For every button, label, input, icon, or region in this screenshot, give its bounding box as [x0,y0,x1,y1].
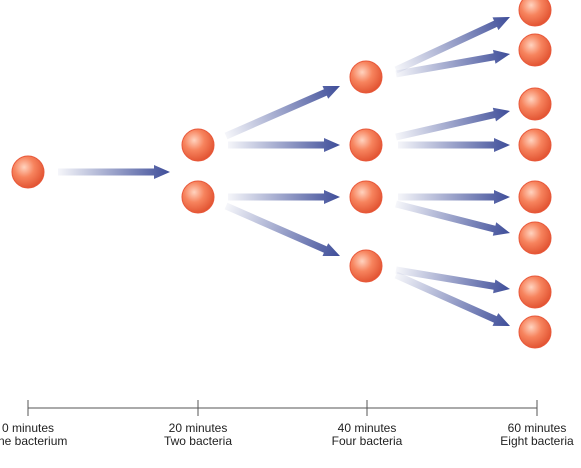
division-arrows [58,17,510,326]
bacterium-cell-g1-c1 [181,128,215,162]
arrow-g2c1-to-g3c1 [394,17,510,74]
bacterium-cell-g3-c6 [518,221,552,255]
arrow-g2c3-to-g3c5 [398,190,510,204]
tick-label-60-minutes: 60 minutes [508,421,567,435]
tick-label-40-count: Four bacteria [332,434,403,448]
bacterium-cell-g3-c7 [518,275,552,309]
tick-label-40-minutes: 40 minutes [338,421,397,435]
bacterium-cell-g2-c2 [349,128,383,162]
bacterium-cell-g2-c3 [349,180,383,214]
tick-label-20-count: Two bacteria [164,434,232,448]
arrow-g2c4-to-g3c7 [395,266,510,294]
bacterium-cell-g3-c5 [518,180,552,214]
bacterium-cell-g2-c1 [349,60,383,94]
tick-label-0-minutes: 0 minutes [2,421,54,435]
tick-label-60-count: Eight bacteria [500,434,574,448]
tick-label-20-minutes: 20 minutes [169,421,228,435]
bacterium-cell-g3-c2 [518,33,552,67]
arrow-g2c2-to-g3c3 [395,107,510,141]
bacteria-cells [11,0,552,349]
bacterium-cell-g3-c1 [518,0,552,27]
bacterium-cell-g3-c3 [518,87,552,121]
bacterium-cell-g3-c4 [518,128,552,162]
arrow-g2c4-to-g3c8 [394,271,510,326]
arrow-g2c1-to-g3c2 [395,49,510,78]
arrow-g1c2-to-g2c3 [228,190,340,204]
bacterium-cell-g3-c8 [518,315,552,349]
timeline-axis: 0 minutes One bacterium 20 minutes Two b… [0,400,574,448]
arrow-g1c1-to-g2c2 [228,138,340,152]
arrow-g2c2-to-g3c4 [398,138,510,152]
arrow-g1c2-to-g2c4 [224,202,340,256]
arrow-g2c3-to-g3c6 [395,200,510,236]
arrow-g1c1-to-g2c1 [224,86,340,140]
bacterium-cell-g2-c4 [349,249,383,283]
bacterium-cell-g0-c1 [11,155,45,189]
bacterium-cell-g1-c2 [181,180,215,214]
tick-label-0-count: One bacterium [0,434,67,448]
arrow-g0-to-g1 [58,165,170,179]
